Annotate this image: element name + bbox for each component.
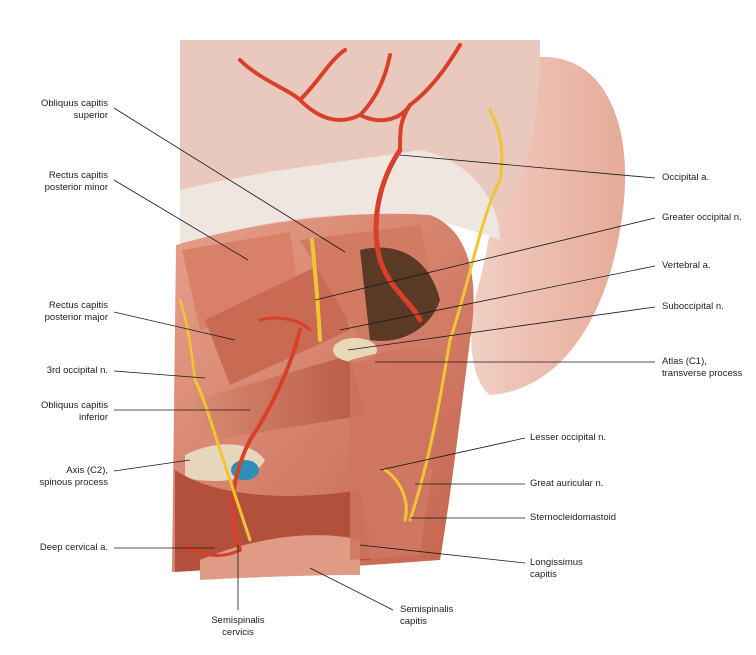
- atlas-bone: [333, 338, 377, 362]
- label-atlas-c1: Atlas (C1), transverse process: [662, 356, 743, 379]
- label-semispinalis-capitis: Semispinalis capitis: [400, 604, 454, 627]
- rectus-major-muscle: [205, 260, 350, 385]
- nerves: [178, 108, 504, 542]
- label-3rd-occipital-nerve: 3rd occipital n.: [46, 365, 108, 376]
- label-rectus-capitis-posterior-minor: Rectus capitis posterior minor: [44, 170, 108, 193]
- label-greater-occipital-nerve: Greater occipital n.: [662, 212, 742, 223]
- label-obliquus-capitis-inferior: Obliquus capitis inferior: [40, 400, 108, 423]
- arteries: [183, 43, 462, 557]
- label-semispinalis-cervicis: Semispinalis cervicis: [211, 615, 265, 638]
- label-obliquus-capitis-superior: Obliquus capitis superior: [40, 98, 108, 121]
- label-deep-cervical-artery: Deep cervical a.: [39, 542, 108, 553]
- longissimus-capitis-muscle: [350, 348, 445, 560]
- label-longissimus-capitis: Longissimus capitis: [530, 557, 583, 580]
- label-great-auricular-nerve: Great auricular n.: [530, 478, 604, 489]
- label-suboccipital-nerve: Suboccipital n.: [662, 301, 724, 312]
- label-occipital-artery: Occipital a.: [662, 172, 709, 183]
- obliquus-inferior-muscle: [195, 355, 365, 440]
- label-lesser-occipital-nerve: Lesser occipital n.: [530, 432, 607, 443]
- label-sternocleidomastoid: Sternocleidomastoid: [530, 512, 617, 523]
- label-vertebral-artery: Vertebral a.: [662, 260, 711, 271]
- label-rectus-capitis-posterior-major: Rectus capitis posterior major: [44, 300, 108, 323]
- leader-lines: [113, 107, 656, 611]
- nuchal-fascia: [180, 150, 500, 255]
- label-axis-c2: Axis (C2), spinous process: [39, 465, 108, 488]
